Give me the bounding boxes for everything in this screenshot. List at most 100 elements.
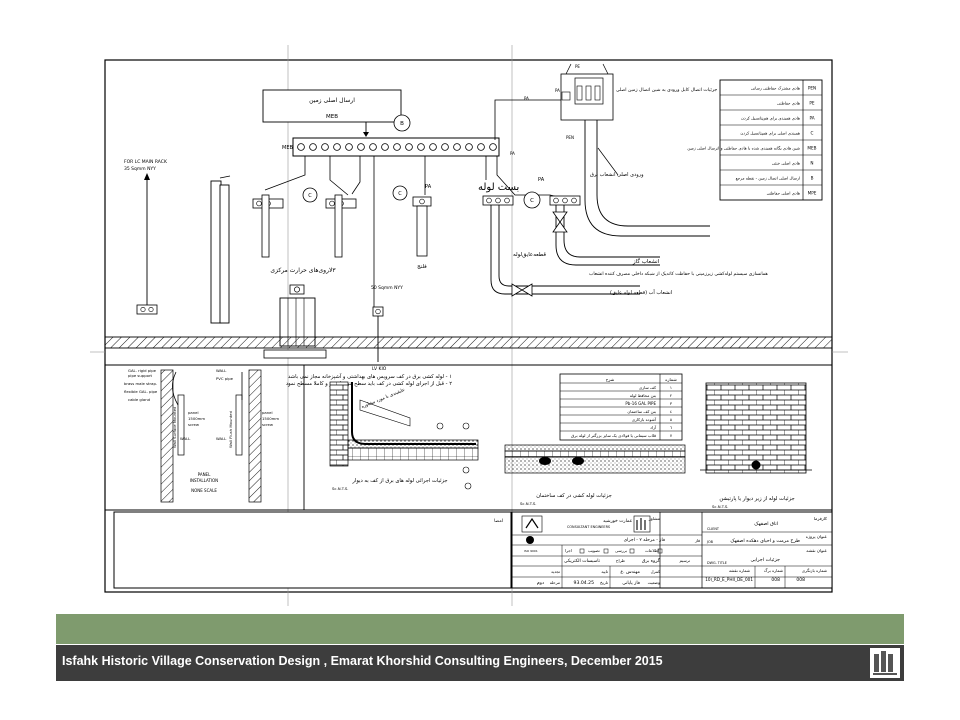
svg-text:عمارت خورشید: عمارت خورشید xyxy=(603,519,633,524)
table-row-no: ٢ xyxy=(670,393,672,398)
svg-text:93.04.25: 93.04.25 xyxy=(574,580,595,586)
svg-text:brass male strap.: brass male strap. xyxy=(124,381,157,386)
svg-text:Wall Surface Mounted: Wall Surface Mounted xyxy=(172,406,177,448)
svg-text:DWG. TITLE: DWG. TITLE xyxy=(707,561,727,565)
svg-text:INSTALLATION: INSTALLATION xyxy=(190,478,218,483)
svg-text:تاریخ: تاریخ xyxy=(600,580,608,585)
table-row-no: ١ xyxy=(670,385,672,390)
footer-bar: Isfahk Historic Village Conservation Des… xyxy=(56,645,904,681)
legend-desc: ارسال اصلی اتصال زمین - نقطه مرجع xyxy=(736,176,800,181)
svg-text:اتاق اصفهک: اتاق اصفهک xyxy=(754,521,778,527)
cable-entry-detail: جزئیات اتصال کابل ورودی به شین اتصال زمی… xyxy=(616,87,717,93)
svg-text:PE: PE xyxy=(575,64,580,69)
svg-text:جزئیات اجرایی: جزئیات اجرایی xyxy=(750,557,780,563)
water-branch: انشعاب آب (قطعه لوله عایق) xyxy=(610,289,672,296)
svg-text:PANEL: PANEL xyxy=(198,472,211,477)
svg-text:PA: PA xyxy=(538,177,545,183)
legend-desc: همبندی اصلی برای همپتانسیل کردن xyxy=(740,131,800,136)
svg-text:flexible GAL. pipe: flexible GAL. pipe xyxy=(124,389,158,394)
lv-kiosk-label: LV KIO xyxy=(372,366,387,372)
svg-text:WALL: WALL xyxy=(216,436,227,441)
svg-text:فاز پایانی: فاز پایانی xyxy=(622,581,640,586)
legend-code: MEB xyxy=(807,146,816,151)
svg-text:جزئیات اجرائی لوله های برق از: جزئیات اجرائی لوله های برق از کف به دیوا… xyxy=(351,478,447,484)
svg-text:PVC pipe: PVC pipe xyxy=(216,376,234,381)
legend-code: N xyxy=(810,161,813,166)
cad-drawing: ارسال اصلی زمین MEB B MEB FOR LC MAIN RA… xyxy=(90,45,848,606)
svg-text:فاز: فاز xyxy=(694,538,700,543)
svg-text:PA: PA xyxy=(510,151,515,156)
svg-text:شماره بازنگری: شماره بازنگری xyxy=(802,568,828,573)
svg-text:عایقبندی با مورد مشاوره: عایقبندی با مورد مشاوره xyxy=(361,388,406,410)
svg-text:Sc.N.T.S.: Sc.N.T.S. xyxy=(520,501,536,506)
svg-text:جزئیات لوله کشی در کف ساختمان: جزئیات لوله کشی در کف ساختمان xyxy=(536,493,612,499)
svg-text:screw: screw xyxy=(262,422,273,427)
legend-code: MPE xyxy=(808,191,817,196)
svg-text:CLIENT: CLIENT xyxy=(707,527,720,531)
svg-text:شماره نقشه: شماره نقشه xyxy=(729,568,751,573)
svg-text:008: 008 xyxy=(771,577,780,583)
svg-text:Wall Flush Mounted: Wall Flush Mounted xyxy=(228,410,233,448)
table-row-desc: بتن کف ساختمان xyxy=(627,409,656,414)
legend-desc: هادی مشترک حفاظتی رسانی xyxy=(751,86,800,91)
meb-box-label: MEB xyxy=(326,114,338,120)
svg-text:PA: PA xyxy=(524,96,529,101)
svg-text:NONE SCALE: NONE SCALE xyxy=(191,488,217,493)
svg-text:pipe support: pipe support xyxy=(128,373,153,378)
svg-text:PA: PA xyxy=(555,88,560,93)
lc-rack-note-2: 35 Sqmm NYY xyxy=(124,166,156,172)
svg-text:جزئیات لوله از زیر دیوار یا پا: جزئیات لوله از زیر دیوار یا پارتیشن xyxy=(719,496,794,502)
bolt-label: فلنج xyxy=(417,264,427,270)
table-header-no: شماره xyxy=(665,377,677,382)
svg-text:WALL: WALL xyxy=(216,368,227,373)
svg-text:اجرا: اجرا xyxy=(565,548,572,553)
svg-text:C: C xyxy=(398,191,402,197)
panel-installation-detail: GAL. rigid pipe pipe support brass male … xyxy=(124,368,279,503)
svg-text:٢ - قبل از اجرای لوله کشی در ک: ٢ - قبل از اجرای لوله کشی در کف باید سطح… xyxy=(286,381,452,387)
svg-text:PA: PA xyxy=(425,184,432,190)
svg-text:1500mm: 1500mm xyxy=(262,416,279,421)
table-row-desc: آزاد xyxy=(650,425,657,430)
svg-text:008: 008 xyxy=(796,577,805,583)
table-row-desc: کف سازی xyxy=(639,385,656,390)
meb-bar-label: MEB xyxy=(282,145,293,151)
svg-text:١ - لوله کشی برق در کف سرویس ه: ١ - لوله کشی برق در کف سرویس های بهداشتی… xyxy=(288,373,452,380)
svg-text:GAL. rigid pipe: GAL. rigid pipe xyxy=(128,368,157,373)
svg-text:C: C xyxy=(308,193,312,199)
drawing-frame xyxy=(104,59,833,593)
equalize-note: همانسازی سیستم لوله‌کشی زیرزمینی با حفاظ… xyxy=(589,271,768,277)
lc-rack-note-1: FOR LC MAIN RACK xyxy=(124,159,168,165)
footer-title: Isfahk Historic Village Conservation Des… xyxy=(62,654,663,668)
legend-code: C xyxy=(811,131,814,136)
title-block: ISO 9001 عمارت خورشید CONSULTANT ENGINEE… xyxy=(511,511,833,589)
pipe-column-1 xyxy=(210,180,222,324)
svg-text:تجدید: تجدید xyxy=(551,569,560,574)
svg-text:طراح: طراح xyxy=(616,558,625,563)
drawing-sheet: ارسال اصلی زمین MEB B MEB FOR LC MAIN RA… xyxy=(90,45,848,606)
water-gas-piping xyxy=(490,205,660,295)
svg-text:ترسیم: ترسیم xyxy=(679,558,690,563)
svg-text:وضعیت: وضعیت xyxy=(648,580,660,585)
legend-desc: هادی حفاظتی xyxy=(777,101,800,106)
table-header-desc: شرح xyxy=(606,377,615,382)
svg-text:عنوان پروژه: عنوان پروژه xyxy=(806,534,828,539)
svg-text:تایید: تایید xyxy=(601,569,608,574)
svg-text:بررسی: بررسی xyxy=(615,548,627,553)
main-ground-box xyxy=(262,89,402,123)
b-marker xyxy=(393,114,411,132)
svg-text:Sc.N.T.S.: Sc.N.T.S. xyxy=(712,504,728,509)
floor-to-wall-detail: ١ - لوله کشی برق در کف سرویس های بهداشتی… xyxy=(286,373,479,491)
incoming-power: ورودی اصلی انشعاب برق xyxy=(590,172,644,178)
svg-text:panel: panel xyxy=(188,410,199,415)
svg-text:تصویب: تصویب xyxy=(588,548,600,553)
under-wall-detail: جزئیات لوله از زیر دیوار یا پارتیشن Sc.N… xyxy=(700,382,812,509)
legend-desc: هادی اصلی خنثی xyxy=(772,161,800,166)
legend-code: PA xyxy=(809,116,814,121)
svg-text:panel: panel xyxy=(262,410,273,415)
svg-text:طرح مرمت و احیای دهکده اصفهک: طرح مرمت و احیای دهکده اصفهک xyxy=(730,538,800,544)
svg-text:دوم: دوم xyxy=(537,581,544,586)
svg-text:ا10_RD_E_PHII_DE_001: ا10_RD_E_PHII_DE_001 xyxy=(705,577,753,582)
table-row-desc: قلاب سیمانی یا فولادی یک سایز بزرگتر از … xyxy=(571,433,656,438)
